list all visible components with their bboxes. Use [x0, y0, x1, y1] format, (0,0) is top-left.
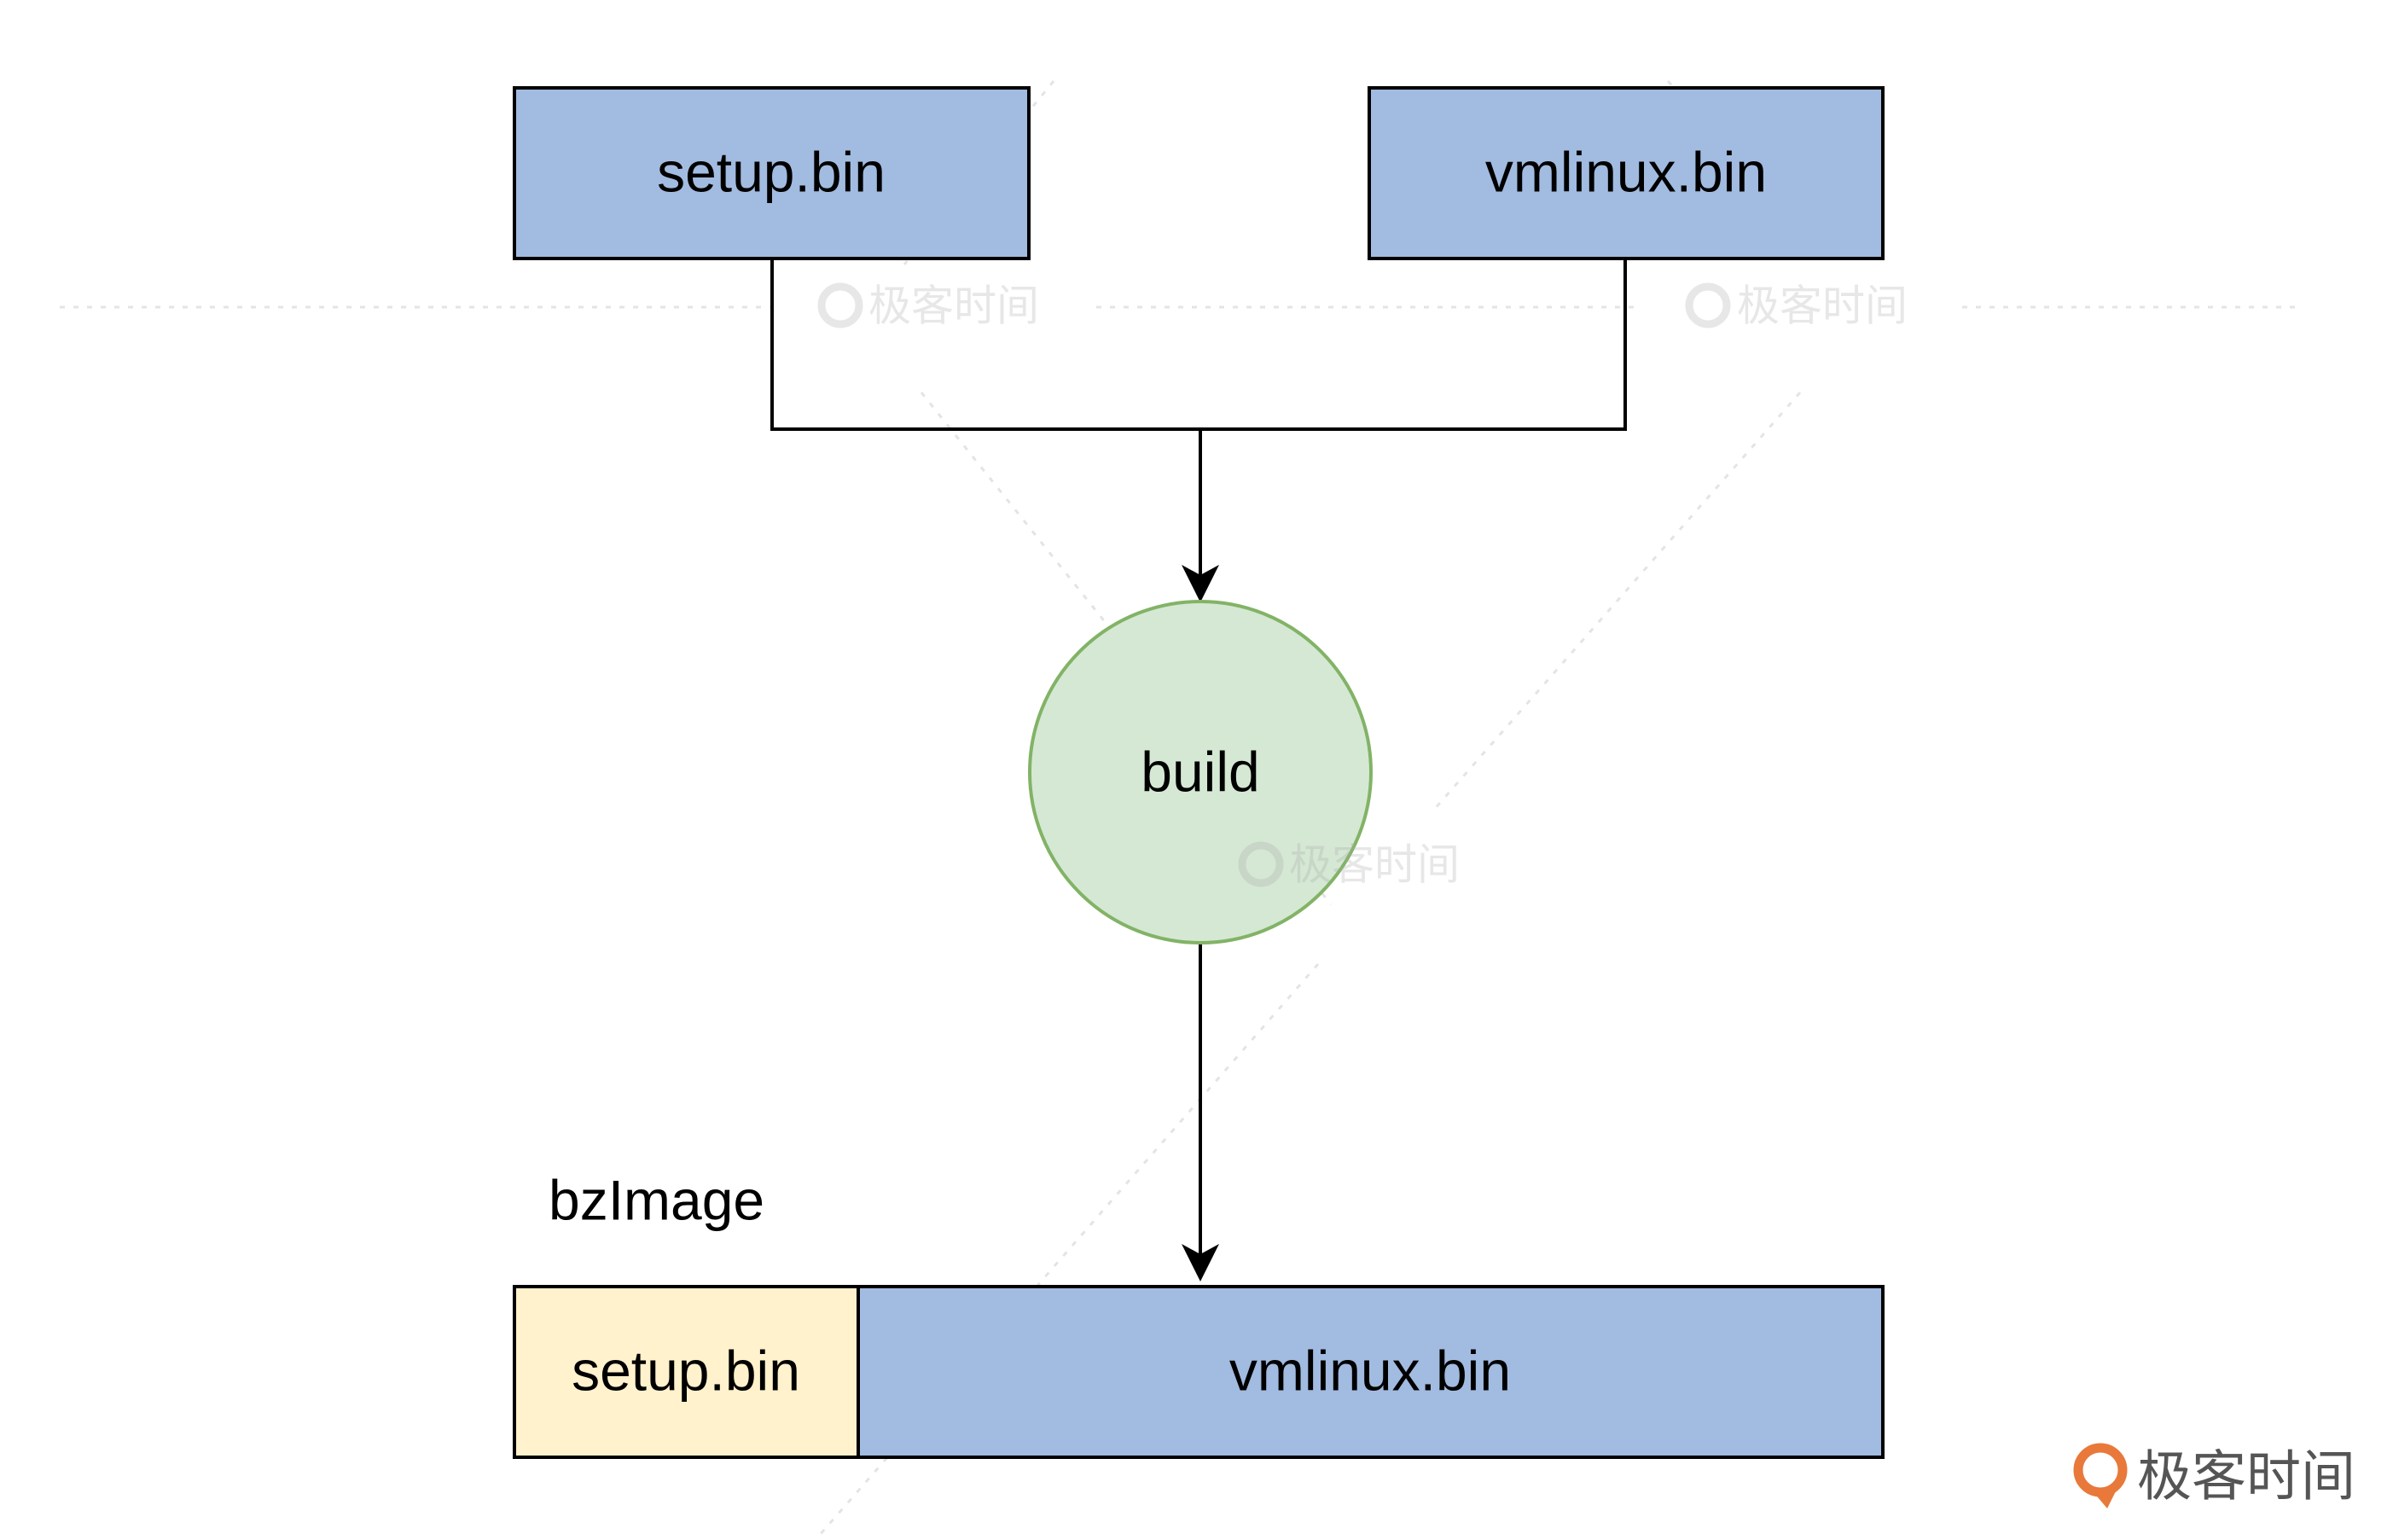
watermark-text: 极客时间 — [868, 282, 1039, 331]
brand-watermark: 极客时间 — [2073, 1443, 2355, 1509]
bzimage-setup-label: setup.bin — [572, 1339, 800, 1402]
bzimage-vmlinux-segment — [857, 1285, 1885, 1459]
watermark-text: 极客时间 — [1289, 840, 1460, 890]
brand-logo-icon — [2073, 1443, 2128, 1497]
bzimage-title: bzImage — [549, 1168, 764, 1231]
build-node: build — [1028, 600, 1373, 944]
connectors — [770, 259, 1627, 1281]
setup-bin-label: setup.bin — [657, 140, 886, 203]
brand-watermark-text: 极客时间 — [2137, 1446, 2355, 1509]
vmlinux-bin-box — [1368, 86, 1885, 260]
vmlinux-bin-label: vmlinux.bin — [1485, 140, 1767, 203]
faint-watermark-2: 极客时间 — [1685, 282, 1908, 331]
bzimage-bar: setup.bin vmlinux.bin — [513, 1285, 1885, 1459]
setup-bin-box — [513, 86, 1031, 260]
vmlinux-bin-node: vmlinux.bin — [1368, 86, 1885, 260]
faint-watermark-3: 极客时间 — [1238, 840, 1460, 890]
watermark-logo-icon — [817, 282, 863, 328]
bzimage-vmlinux-label: vmlinux.bin — [1229, 1339, 1511, 1402]
connector-setup-to-join — [770, 259, 1200, 431]
watermark-logo-icon — [1238, 841, 1284, 887]
build-circle — [1028, 600, 1373, 944]
faint-watermark-1: 极客时间 — [817, 282, 1039, 331]
watermark-text: 极客时间 — [1737, 282, 1908, 331]
build-label: build — [1141, 740, 1259, 803]
watermark-logo-icon — [1685, 282, 1731, 328]
setup-bin-node: setup.bin — [513, 86, 1031, 260]
brand-logo-tail — [2088, 1486, 2116, 1508]
connector-vmlinux-to-join — [1200, 259, 1627, 431]
